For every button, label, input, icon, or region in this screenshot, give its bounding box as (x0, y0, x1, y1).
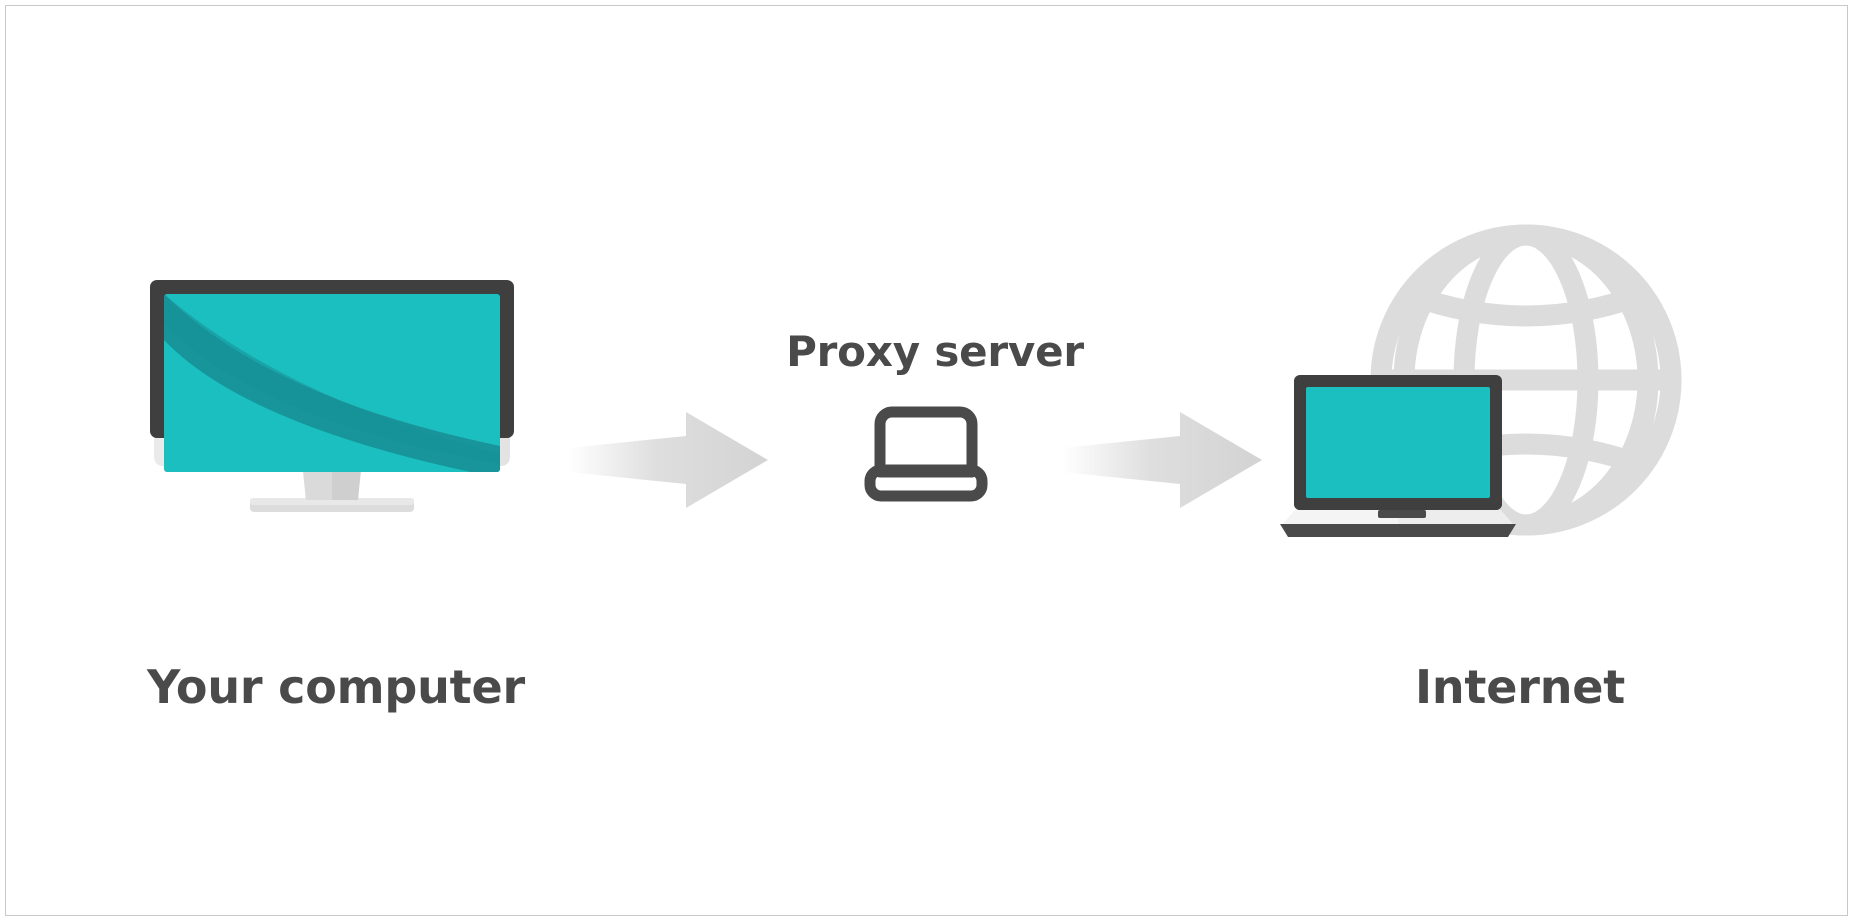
arrow-right-icon (568, 408, 768, 513)
arrow-right-icon (1062, 408, 1262, 513)
desktop-monitor-icon (150, 280, 514, 610)
internet-label: Internet (1414, 660, 1626, 714)
laptop-shape (1278, 375, 1516, 537)
laptop-outline-icon (862, 400, 990, 505)
your-computer-label: Your computer (147, 660, 525, 714)
proxy-server-label: Proxy server (786, 327, 1084, 376)
laptop-with-globe-icon (1270, 224, 1690, 615)
